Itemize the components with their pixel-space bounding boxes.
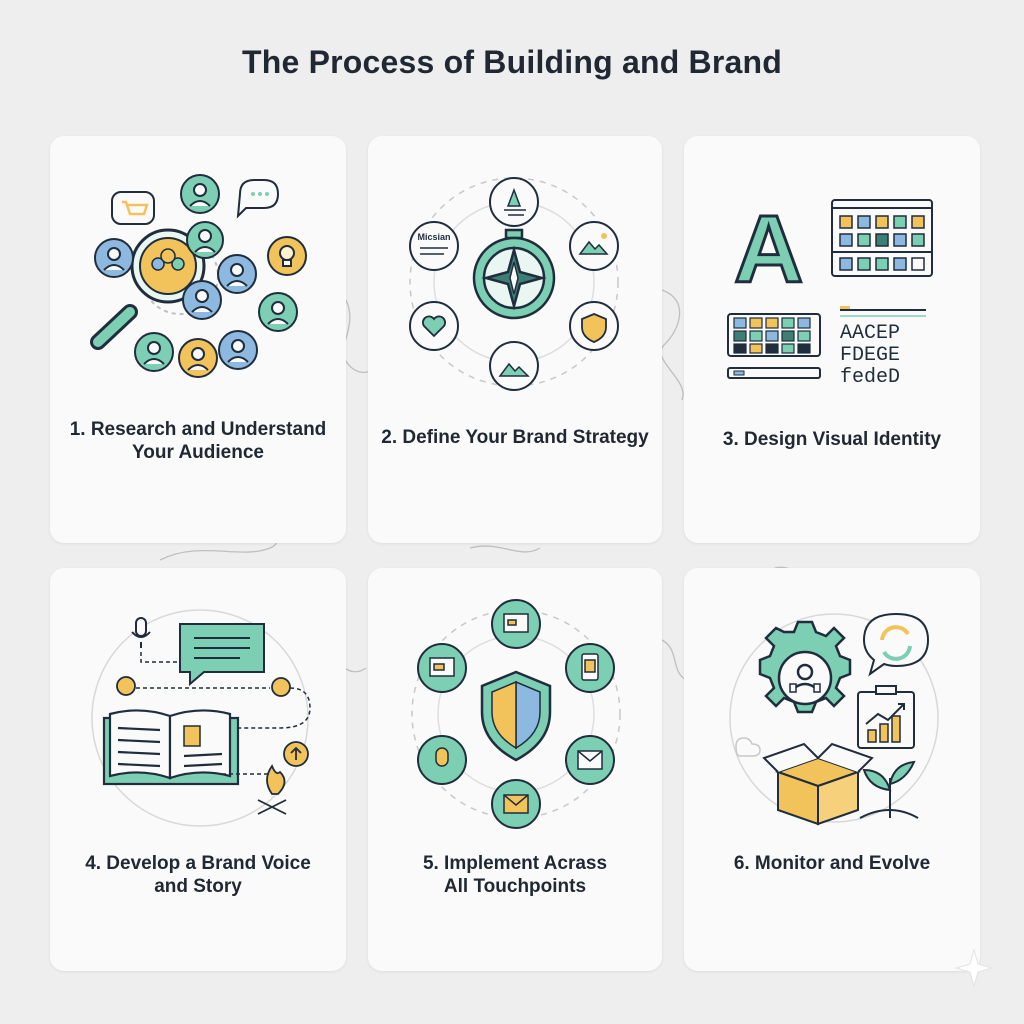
box-icon — [762, 742, 874, 826]
step-card-monitor[interactable]: 6. Monitor and Evolve — [684, 568, 980, 971]
color-palette-icon — [831, 199, 933, 277]
typography-icon: AACEP FDEGE fedeD — [840, 322, 900, 389]
brand-voice-illustration — [91, 609, 311, 827]
step-label: 3. Design Visual Identity — [722, 429, 942, 450]
mountain-star-icon — [569, 221, 619, 271]
step-card-visual-identity[interactable]: A — [684, 136, 980, 543]
step-label: 5. Implement Acrass All Touchpoints — [422, 853, 608, 897]
shield-icon — [480, 670, 552, 762]
touchpoints-illustration — [411, 599, 621, 829]
chat-bubble-icon — [236, 179, 280, 219]
shopping-cart-icon — [111, 191, 155, 225]
gear-icon — [758, 620, 852, 714]
step-card-brand-voice[interactable]: 4. Develop a Brand Voice and Story — [50, 568, 346, 971]
growth-chart-icon — [857, 685, 915, 749]
magnifier-icon — [90, 228, 206, 350]
mission-doc-text: Micsian — [417, 232, 450, 242]
refresh-bubble-icon — [862, 612, 930, 677]
strategy-illustration: Micsian — [409, 177, 619, 391]
page-title: The Process of Building and Brand — [242, 44, 782, 80]
sparkle-icon — [954, 948, 994, 988]
visual-identity-illustration: A — [727, 195, 933, 389]
svg-text:FDEGE: FDEGE — [840, 344, 900, 367]
mountain-icon — [489, 341, 539, 391]
person-avatar-icon — [94, 174, 298, 378]
step-label: 6. Monitor and Evolve — [733, 853, 931, 874]
microphone-icon — [131, 617, 151, 648]
step-label: 1. Research and Understand Your Audience — [69, 419, 327, 463]
compass-icon — [472, 228, 556, 320]
step-label: 2. Define Your Brand Strategy — [381, 427, 649, 448]
step-card-touchpoints[interactable]: 5. Implement Acrass All Touchpoints — [368, 568, 662, 971]
sprout-icon — [859, 760, 919, 819]
monitor-illustration — [729, 612, 939, 826]
letter-a-icon: A — [734, 196, 803, 303]
mission-doc-icon — [409, 221, 459, 271]
lightbulb-icon — [267, 236, 307, 276]
step-label: 4. Develop a Brand Voice and Story — [85, 853, 311, 897]
svg-text:fedeD: fedeD — [840, 366, 900, 389]
svg-text:AACEP: AACEP — [840, 322, 900, 345]
open-book-icon — [102, 709, 240, 786]
speech-bubble-icon — [179, 623, 265, 687]
step-card-research[interactable]: 1. Research and Understand Your Audience — [50, 136, 346, 543]
research-illustration — [90, 174, 307, 378]
arrow-up-bubble-icon — [283, 741, 309, 767]
campfire-icon — [257, 764, 287, 815]
step-card-strategy[interactable]: Micsian 2. Define Your Brand Strategy — [368, 136, 662, 543]
